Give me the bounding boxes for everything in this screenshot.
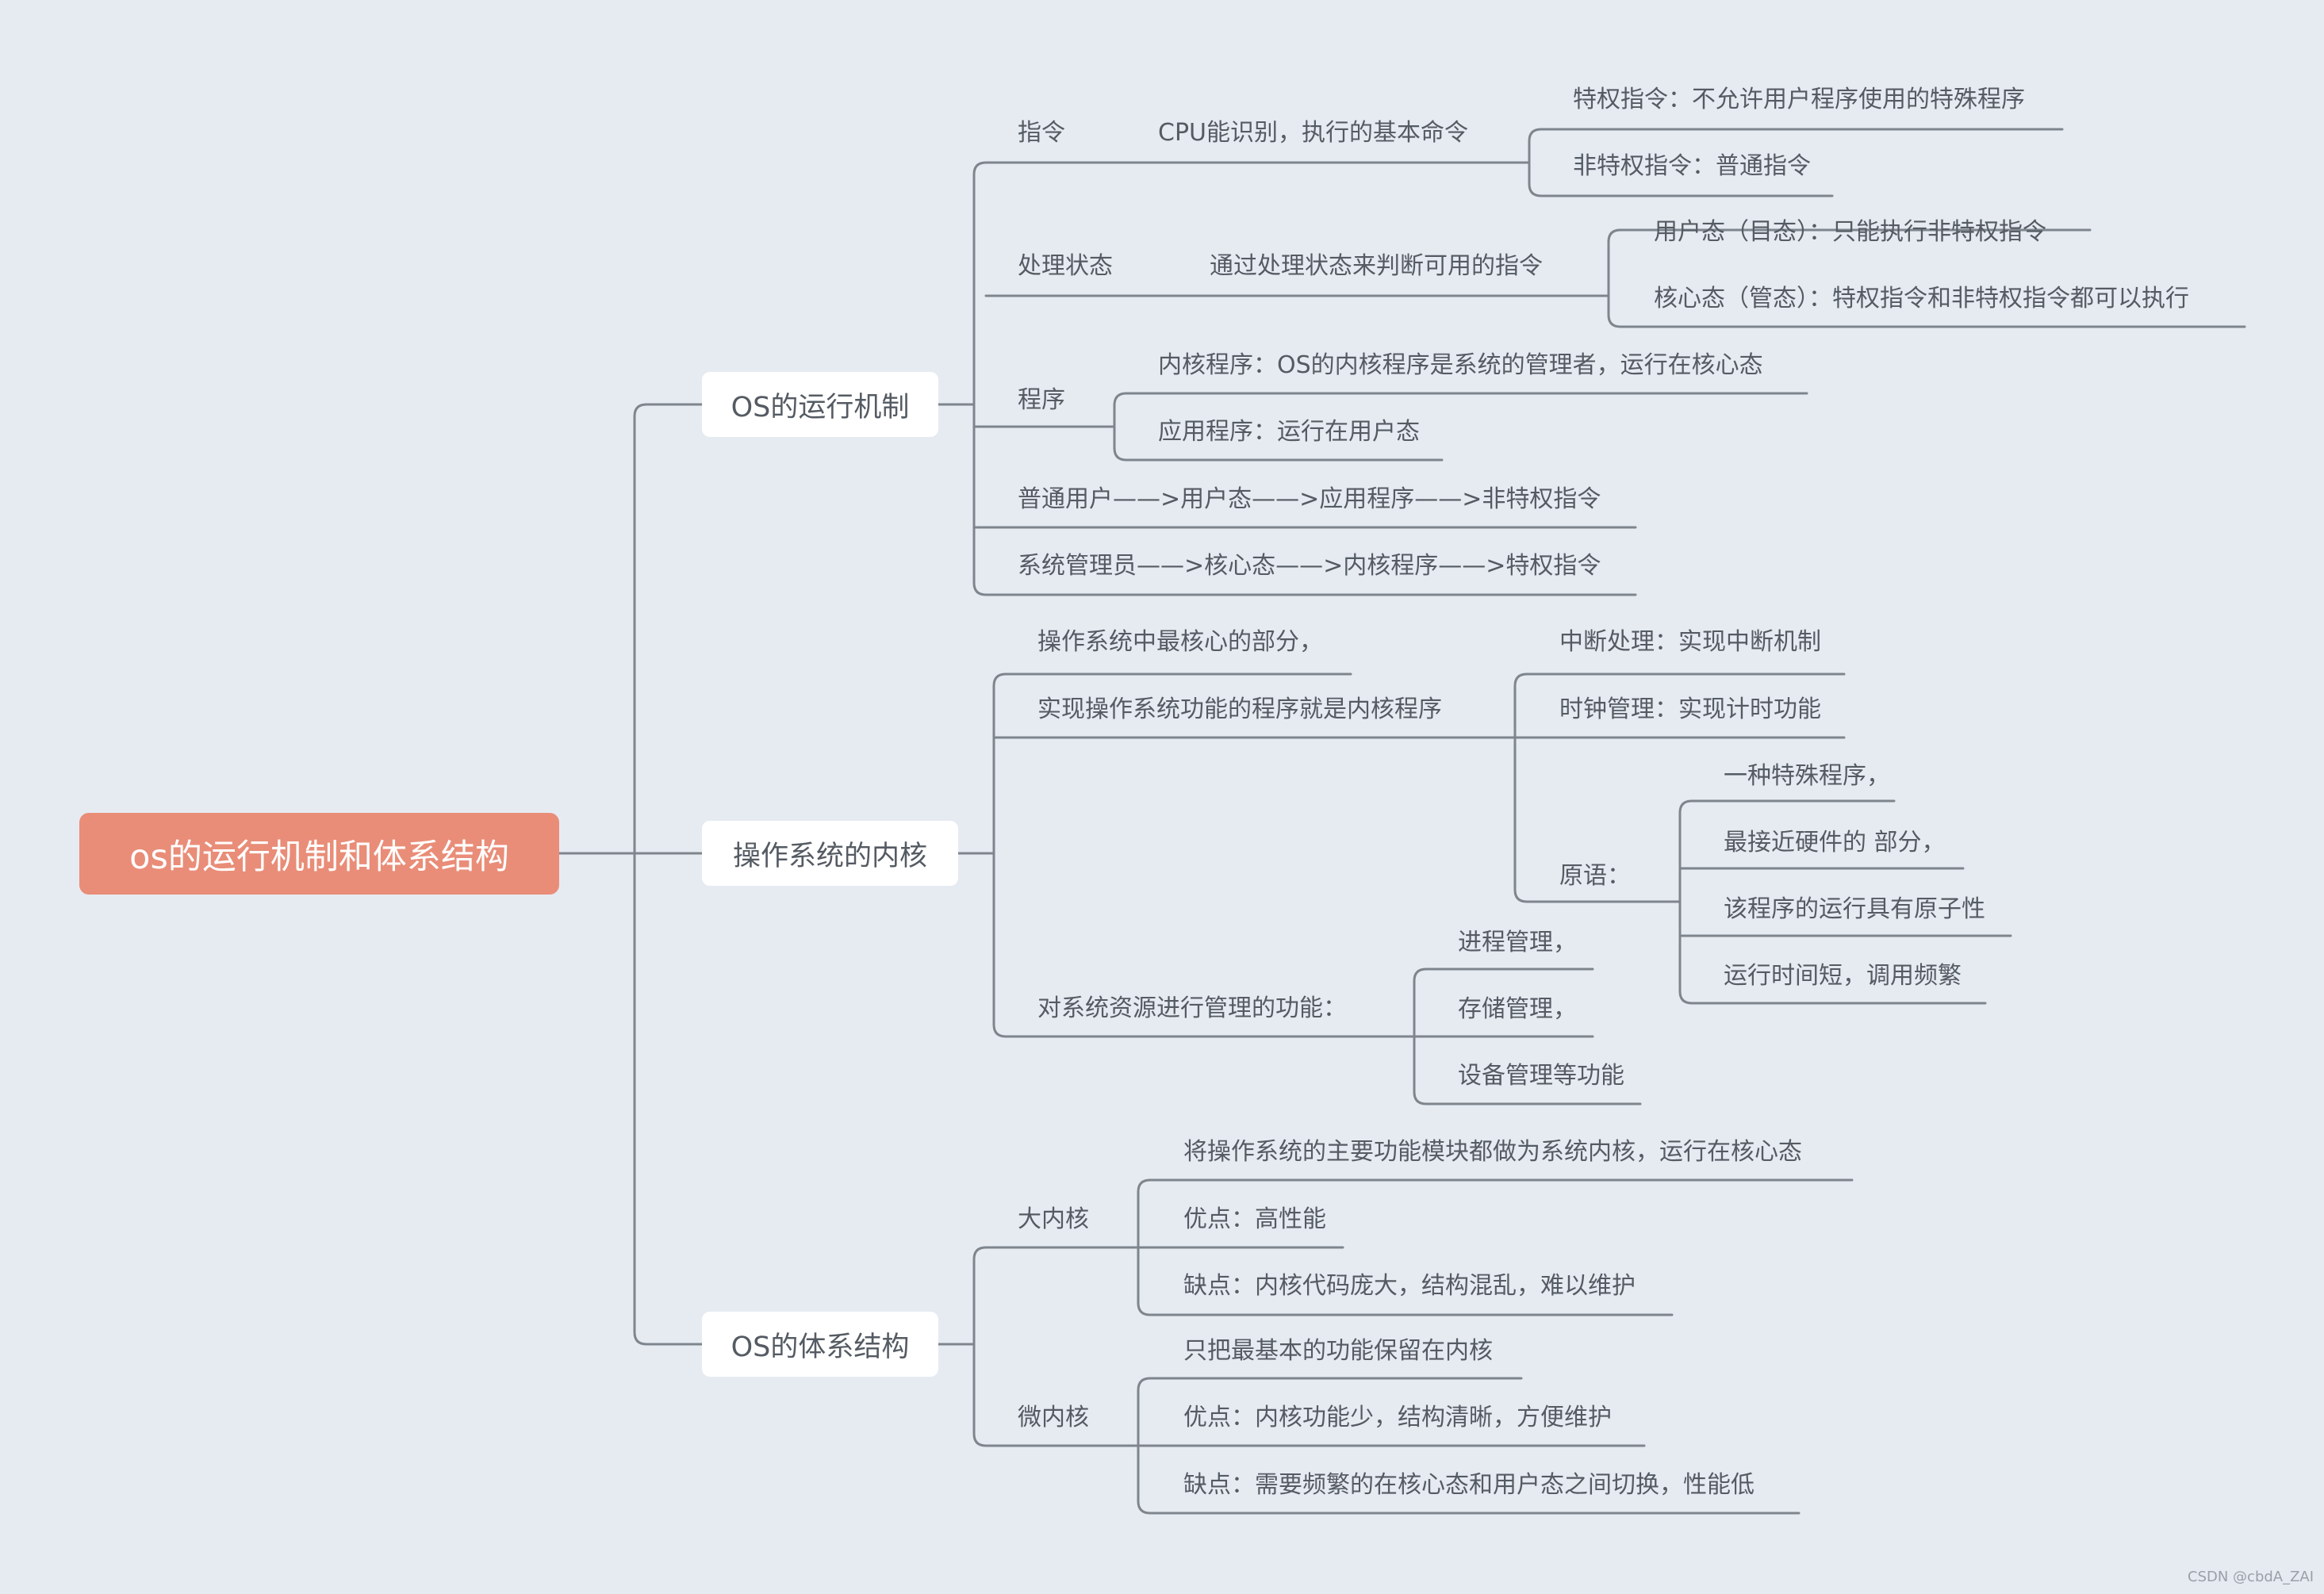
link-root-trunk <box>633 403 648 1346</box>
branch-os-mechanism[interactable]: OS的运行机制 <box>702 372 938 437</box>
node-chengxu[interactable]: 程序 <box>1018 386 1065 414</box>
link-shixian-split <box>1513 672 1682 903</box>
node-neihe-chengxu[interactable]: 内核程序：OS的内核程序是系统的管理者，运行在核心态 <box>1158 351 1763 379</box>
node-chuli-desc[interactable]: 通过处理状态来判断可用的指令 <box>1210 252 1543 280</box>
link-yuanyu-split <box>1678 799 1987 1005</box>
node-danei-1[interactable]: 将操作系统的主要功能模块都做为系统内核，运行在核心态 <box>1183 1138 1802 1166</box>
node-xitong-guanliyuan[interactable]: 系统管理员——>核心态——>内核程序——>特权指令 <box>1018 552 1601 580</box>
node-shebei[interactable]: 设备管理等功能 <box>1458 1062 1624 1090</box>
node-neihe-chengxu-def[interactable]: 实现操作系统功能的程序就是内核程序 <box>1037 695 1442 723</box>
link-ziyuan-split <box>1413 968 1642 1105</box>
node-zhongduan[interactable]: 中断处理：实现中断机制 <box>1559 628 1821 656</box>
link-b1-spine <box>972 161 988 596</box>
node-cunchu[interactable]: 存储管理， <box>1458 995 1577 1023</box>
branch-os-architecture[interactable]: OS的体系结构 <box>702 1312 938 1377</box>
node-danei[interactable]: 大内核 <box>1018 1205 1089 1233</box>
node-yuanyu-1[interactable]: 一种特殊程序， <box>1724 762 1890 790</box>
node-zhiling-desc[interactable]: CPU能识别，执行的基本命令 <box>1158 119 1468 147</box>
node-weinei-2[interactable]: 优点：内核功能少，结构清晰，方便维护 <box>1183 1404 1612 1431</box>
node-yuanyu[interactable]: 原语： <box>1559 862 1631 890</box>
node-feitequan[interactable]: 非特权指令：普通指令 <box>1573 152 1811 180</box>
node-putong-yonghu[interactable]: 普通用户——>用户态——>应用程序——>非特权指令 <box>1018 485 1601 513</box>
node-yuanyu-2[interactable]: 最接近硬件的 部分， <box>1724 829 1946 856</box>
watermark: CSDN @cbdA_ZAI <box>2188 1569 2314 1585</box>
link-weinei-split <box>1137 1377 1801 1515</box>
node-weinei-1[interactable]: 只把最基本的功能保留在内核 <box>1183 1337 1493 1365</box>
node-hexin-bufen[interactable]: 操作系统中最核心的部分， <box>1037 628 1323 656</box>
node-ziyuan-guanli[interactable]: 对系统资源进行管理的功能： <box>1037 994 1347 1022</box>
node-yonghutai[interactable]: 用户态（目态）：只能执行非特权指令 <box>1654 218 2046 246</box>
branch-os-kernel[interactable]: 操作系统的内核 <box>702 821 958 886</box>
link-zhiling-split <box>1528 128 1834 197</box>
node-danei-3[interactable]: 缺点：内核代码庞大，结构混乱，难以维护 <box>1183 1272 1636 1300</box>
node-yuanyu-3[interactable]: 该程序的运行具有原子性 <box>1724 895 1985 923</box>
link-b3-spine <box>972 1246 988 1447</box>
root-topic[interactable]: os的运行机制和体系结构 <box>79 813 559 895</box>
node-yuanyu-4[interactable]: 运行时间短，调用频繁 <box>1724 962 1962 990</box>
node-zhiling[interactable]: 指令 <box>1018 119 1065 147</box>
link-chengxu-split <box>1113 392 1444 462</box>
node-hexintai[interactable]: 核心态（管态）：特权指令和非特权指令都可以执行 <box>1654 285 2189 312</box>
node-danei-2[interactable]: 优点：高性能 <box>1183 1205 1326 1233</box>
link-chuli-split <box>1607 228 2246 328</box>
node-yingyong-chengxu[interactable]: 应用程序：运行在用户态 <box>1158 418 1420 446</box>
node-weinei[interactable]: 微内核 <box>1018 1404 1089 1431</box>
node-chuli[interactable]: 处理状态 <box>1018 252 1113 280</box>
link-danei-split <box>1137 1178 1674 1316</box>
node-shizhong[interactable]: 时钟管理：实现计时功能 <box>1559 695 1821 723</box>
node-weinei-3[interactable]: 缺点：需要频繁的在核心态和用户态之间切换，性能低 <box>1183 1471 1755 1499</box>
node-tequan[interactable]: 特权指令：不允许用户程序使用的特殊程序 <box>1573 86 2025 113</box>
node-jincheng[interactable]: 进程管理， <box>1458 929 1577 956</box>
link-b2-spine <box>992 672 1007 1038</box>
